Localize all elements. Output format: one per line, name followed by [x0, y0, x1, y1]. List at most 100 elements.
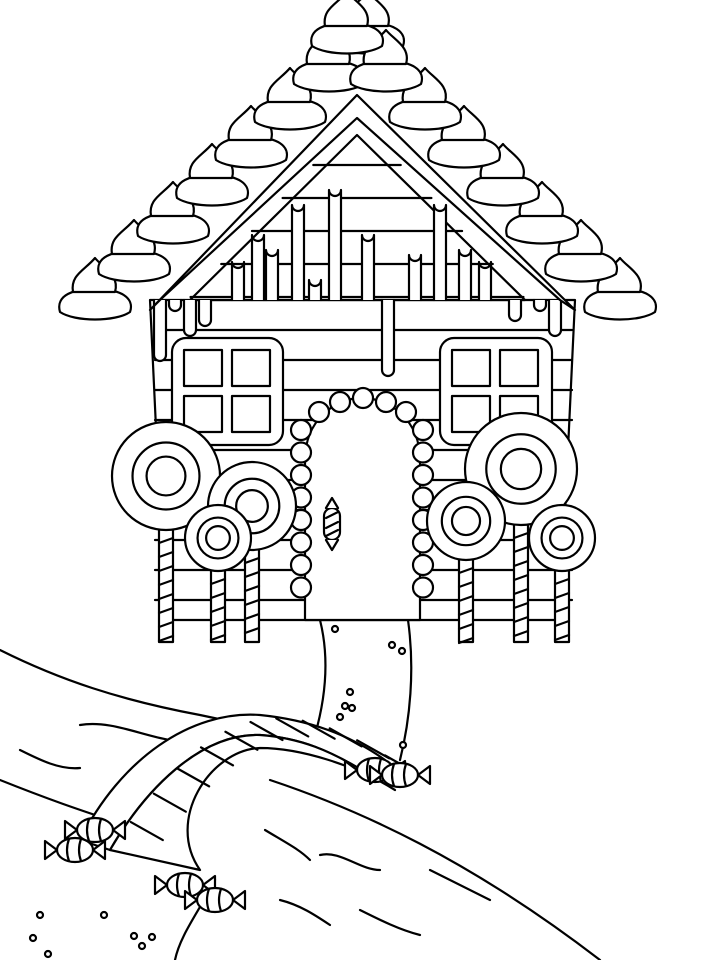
bridge-slat [328, 727, 363, 748]
frosting-swirl [110, 218, 156, 256]
frosting-dollop [427, 136, 502, 169]
stick-stripe [157, 634, 175, 643]
frosting-dollop [349, 60, 424, 93]
bridge-slat [301, 719, 336, 740]
stick-stripe [157, 620, 175, 629]
door-bead [374, 390, 398, 414]
icing-drip [167, 298, 183, 313]
frosting-dollop [97, 250, 172, 283]
lollipop-center [205, 525, 231, 551]
sprinkle [387, 640, 397, 650]
sprinkle [35, 910, 45, 920]
bridge-slat [176, 767, 211, 788]
frosting-dollop [253, 98, 328, 131]
door-bead [411, 441, 435, 464]
icing-drip [507, 298, 523, 323]
bridge-slat [129, 820, 164, 842]
lollipop-center [549, 525, 575, 551]
stick-stripe [512, 615, 530, 624]
candy-stripe [205, 887, 223, 913]
house [58, 0, 658, 645]
candy-sprinkles [28, 624, 408, 959]
wrapped-candy [75, 816, 115, 844]
wrapped-candy [195, 886, 235, 914]
icing-drip [290, 203, 306, 302]
candy-wrapper-ends [368, 764, 432, 786]
stick-stripe [243, 556, 261, 565]
stick-stripe [209, 633, 227, 642]
sprinkle [137, 941, 147, 951]
sprinkle [43, 949, 53, 959]
stick-stripe [512, 573, 530, 582]
frosting-dollop [136, 212, 211, 245]
icing-drip [327, 188, 343, 302]
stick-stripe [553, 605, 571, 614]
sprinkle [347, 703, 357, 713]
icing-drip [380, 298, 396, 378]
icing-drip [532, 298, 548, 313]
stick-stripe [157, 578, 175, 587]
door-bead [289, 576, 313, 599]
stick-stripe [457, 594, 475, 603]
frosting-swirl [227, 104, 273, 142]
stick-stripe [157, 550, 175, 559]
bridge-slat [356, 739, 391, 760]
stick-stripe [553, 577, 571, 586]
frosting-swirl [149, 180, 195, 218]
stick-stripe [457, 608, 475, 617]
candy-stripe [65, 837, 83, 863]
stick-stripe [157, 592, 175, 601]
door [289, 386, 435, 622]
stick-stripe [457, 636, 475, 645]
door-bead [394, 400, 418, 424]
icing-drip [152, 298, 168, 363]
frosting-dollop [175, 174, 250, 207]
stick-stripe [243, 626, 261, 635]
frosting-swirl [71, 256, 117, 294]
lollipops [110, 411, 597, 645]
bridge-slat [152, 792, 187, 813]
frosting-dollop [544, 250, 619, 283]
bridge [78, 713, 419, 872]
icing-drip [477, 260, 493, 302]
sprinkle [28, 933, 38, 943]
candy-stripe [85, 817, 103, 843]
candy-wrapper-ends [43, 839, 107, 861]
bridge-slat [224, 730, 259, 751]
frosting-swirl [188, 142, 234, 180]
stick-stripe [157, 564, 175, 573]
stick-stripe [243, 598, 261, 607]
sprinkle [335, 712, 345, 722]
door-bead [411, 553, 435, 577]
stick-stripe [209, 619, 227, 628]
stick-stripe [243, 584, 261, 593]
river [0, 648, 602, 960]
door-bead [307, 400, 331, 424]
sprinkle [99, 910, 109, 920]
icing-drip [407, 253, 423, 302]
icing-drip [182, 298, 198, 338]
candy-wrapper-ends [183, 889, 247, 911]
door-bead [289, 531, 313, 554]
bridge-slat [275, 717, 310, 738]
door-candy-beads [289, 386, 435, 599]
door-bead [289, 418, 313, 442]
door-bead [289, 441, 313, 464]
icing-drip [457, 248, 473, 302]
sprinkle [330, 624, 340, 634]
icing-drip [547, 298, 563, 338]
bridge-slat [249, 720, 284, 742]
stick-stripe [553, 591, 571, 600]
sprinkle [129, 931, 139, 941]
door-bead [411, 486, 435, 509]
lollipop-center [499, 447, 543, 491]
stick-stripe [209, 591, 227, 600]
stick-stripe [553, 619, 571, 628]
door-bead [328, 390, 352, 414]
door-candy-knob [322, 496, 342, 552]
sprinkle [398, 740, 408, 750]
lollipop-center [450, 505, 482, 537]
sprinkle [340, 701, 350, 711]
stick-stripe [243, 612, 261, 621]
